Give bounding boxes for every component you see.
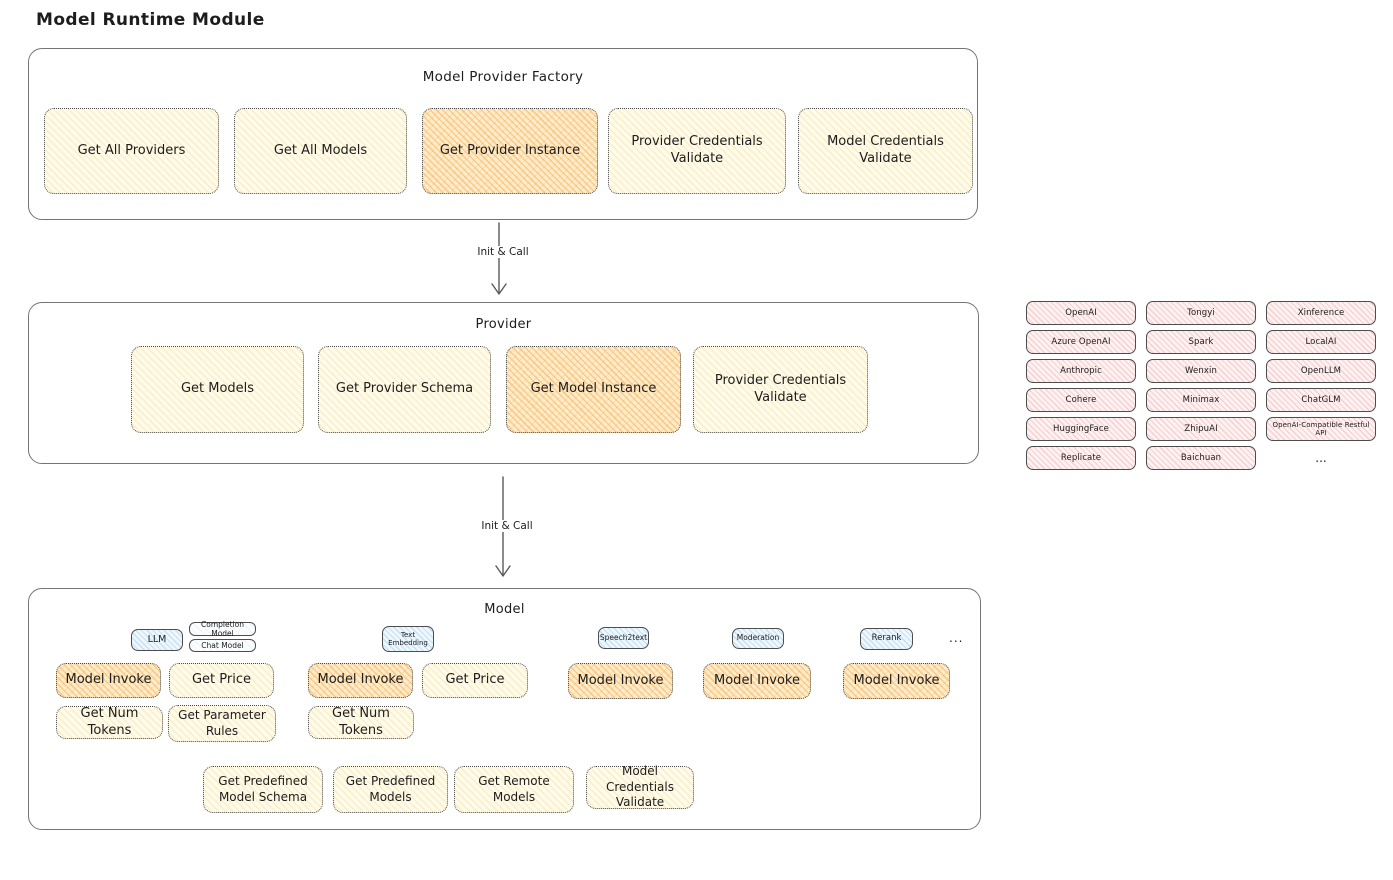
arrow-label-init-call-1: Init & Call	[461, 246, 545, 258]
factory-button-get-all-providers: Get All Providers	[44, 108, 219, 194]
providers-grid: OpenAI Tongyi Xinference Azure OpenAI Sp…	[1026, 301, 1376, 470]
model-credentials-validate-button: Model Credentials Validate	[586, 764, 694, 810]
provider-chip-cohere: Cohere	[1026, 388, 1136, 412]
button-label: Model Invoke	[65, 672, 152, 688]
tab-llm: LLM	[131, 629, 183, 651]
button-label: Get Model Instance	[530, 381, 657, 397]
get-remote-models-button: Get Remote Models	[454, 766, 574, 813]
provider-chip-anthropic: Anthropic	[1026, 359, 1136, 383]
get-predefined-model-schema-button: Get Predefined Model Schema	[203, 766, 323, 813]
button-label: Model Credentials Validate	[827, 134, 944, 166]
factory-title: Model Provider Factory	[422, 69, 584, 85]
get-price-button-text-embedding: Get Price	[422, 663, 528, 698]
provider-chip-zhipuai: ZhipuAI	[1146, 417, 1256, 441]
provider-button-get-provider-schema: Get Provider Schema	[318, 346, 491, 433]
button-label: Get All Providers	[77, 142, 186, 158]
model-title: Model	[484, 602, 525, 617]
provider-chip-openai: OpenAI	[1026, 301, 1136, 325]
button-label: Get All Models	[273, 142, 368, 158]
button-label: Get Predefined Models	[345, 773, 436, 804]
factory-button-provider-credentials-validate: Provider Credentials Validate	[608, 108, 786, 194]
tab-text-embedding: Text Embedding	[382, 626, 434, 652]
button-label: Get Parameter Rules	[178, 707, 266, 738]
button-label: Get Num Tokens	[80, 705, 139, 738]
provider-chip-chatglm: ChatGLM	[1266, 388, 1376, 412]
model-invoke-button-llm: Model Invoke	[56, 663, 161, 698]
tab-chat-model: Chat Model	[189, 639, 256, 652]
button-label: Get Num Tokens	[332, 705, 390, 738]
provider-chip-openai-compatible-restful-api: OpenAI-Compatible Restful API	[1266, 417, 1376, 441]
factory-button-model-credentials-validate: Model Credentials Validate	[798, 108, 973, 194]
providers-more-ellipsis: ...	[1315, 451, 1327, 465]
button-label: Get Provider Schema	[335, 381, 474, 397]
button-label: Get Remote Models	[478, 773, 550, 804]
button-label: Model Credentials Validate	[605, 764, 674, 810]
tab-speech2text: Speech2text	[598, 627, 649, 649]
provider-title: Provider	[475, 317, 532, 332]
model-invoke-button-text-embedding: Model Invoke	[308, 663, 413, 698]
get-predefined-models-button: Get Predefined Models	[333, 766, 448, 813]
provider-chip-replicate: Replicate	[1026, 446, 1136, 470]
model-invoke-button-moderation: Model Invoke	[703, 663, 811, 699]
factory-button-get-provider-instance: Get Provider Instance	[422, 108, 598, 194]
provider-chip-azure-openai: Azure OpenAI	[1026, 330, 1136, 354]
model-invoke-button-speech2text: Model Invoke	[568, 663, 673, 699]
arrow-label-init-call-2: Init & Call	[465, 520, 549, 532]
provider-chip-wenxin: Wenxin	[1146, 359, 1256, 383]
provider-button-get-model-instance: Get Model Instance	[506, 346, 681, 433]
tab-moderation: Moderation	[732, 628, 784, 649]
provider-chip-baichuan: Baichuan	[1146, 446, 1256, 470]
button-label: Get Provider Instance	[439, 142, 581, 158]
provider-chip-openllm: OpenLLM	[1266, 359, 1376, 383]
provider-button-provider-credentials-validate: Provider Credentials Validate	[693, 346, 868, 433]
model-box: Model LLM Completion Model Chat Model Te…	[28, 588, 1005, 845]
provider-chip-huggingface: HuggingFace	[1026, 417, 1136, 441]
provider-chip-localai: LocalAI	[1266, 330, 1376, 354]
factory-button-get-all-models: Get All Models	[234, 108, 407, 194]
page-title: Model Runtime Module	[36, 10, 265, 30]
button-label: Provider Credentials Validate	[714, 372, 847, 405]
button-label: Model Invoke	[853, 672, 940, 688]
button-label: Get Price	[445, 672, 505, 688]
button-label: Get Price	[191, 672, 251, 688]
provider-chip-minimax: Minimax	[1146, 388, 1256, 412]
provider-chip-spark: Spark	[1146, 330, 1256, 354]
provider-chip-tongyi: Tongyi	[1146, 301, 1256, 325]
factory-box: Model Provider Factory Get All Providers…	[28, 48, 978, 220]
init-call-arrow-1	[491, 222, 507, 295]
button-label: Model Invoke	[714, 672, 800, 688]
tabs-more-ellipsis: ...	[949, 631, 964, 645]
get-num-tokens-button-llm: Get Num Tokens	[56, 706, 163, 739]
provider-box: Provider Get Models Get Provider Schema …	[28, 302, 1003, 479]
provider-button-get-models: Get Models	[131, 346, 304, 433]
get-num-tokens-button-text-embedding: Get Num Tokens	[308, 706, 414, 739]
button-label: Provider Credentials Validate	[631, 134, 763, 166]
button-label: Model Invoke	[317, 672, 404, 688]
button-label: Model Invoke	[577, 672, 664, 688]
tab-rerank: Rerank	[860, 628, 913, 650]
model-invoke-button-rerank: Model Invoke	[843, 663, 950, 699]
tab-completion-model: Completion Model	[189, 620, 256, 638]
get-price-button-llm: Get Price	[169, 663, 274, 698]
button-label: Get Models	[180, 381, 255, 397]
get-parameter-rules-button: Get Parameter Rules	[168, 705, 276, 742]
provider-chip-xinference: Xinference	[1266, 301, 1376, 325]
button-label: Get Predefined Model Schema	[218, 773, 308, 804]
